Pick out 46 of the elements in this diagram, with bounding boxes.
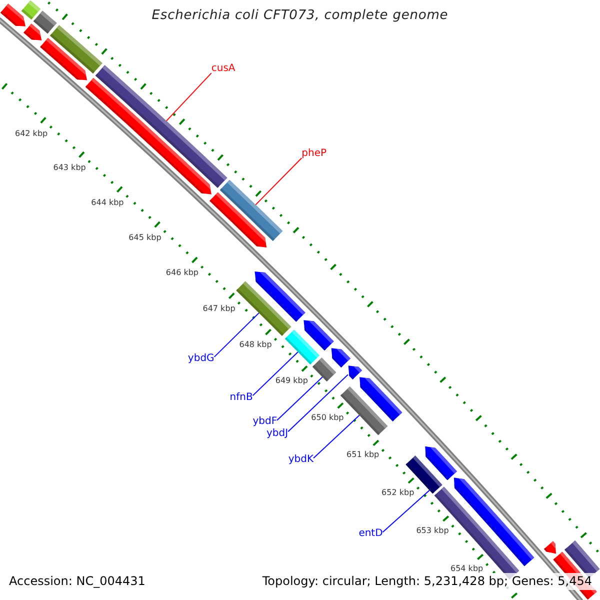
- position-label: 648 kbp: [239, 340, 272, 350]
- gene-feature: [348, 366, 362, 380]
- gene-label: pheP: [302, 148, 327, 159]
- leader-line: [382, 490, 430, 533]
- position-label: 647 kbp: [202, 304, 236, 314]
- leader-line: [313, 414, 360, 459]
- gene-feature: [85, 78, 212, 194]
- position-label: 649 kbp: [275, 376, 308, 386]
- position-label: 645 kbp: [128, 232, 162, 243]
- gene-feature: [304, 320, 334, 350]
- gene-feature: [454, 478, 534, 566]
- gene-label: ybdF: [252, 416, 278, 428]
- gene-label: ybdG: [188, 352, 214, 364]
- position-label: 651 kbp: [346, 450, 380, 460]
- gene-feature: [0, 4, 26, 26]
- gene-feature: [40, 38, 88, 80]
- gene-label: ybdJ: [266, 428, 288, 439]
- accession-text: Accession: NC_004431: [9, 574, 146, 589]
- gene-label: ybdK: [288, 454, 314, 466]
- position-label: 646 kbp: [166, 268, 198, 278]
- gene-feature: [331, 348, 350, 368]
- title: Escherichia coli CFT073, complete genome: [152, 8, 448, 24]
- gene-feature: [360, 377, 402, 422]
- leader-line: [276, 376, 323, 421]
- gene-feature: [24, 24, 42, 40]
- gene-feature: [544, 541, 556, 554]
- position-label: 652 kbp: [382, 488, 414, 498]
- gene-label: nfnB: [230, 392, 253, 403]
- leader-line: [252, 351, 298, 396]
- gene-bar: [312, 358, 336, 382]
- genome-summary-text: Topology: circular; Length: 5,231,428 bp; Genes: 5,454: [259, 573, 595, 590]
- position-label: 654 kbp: [450, 564, 484, 574]
- leader-line: [288, 374, 348, 432]
- gene-feature: [210, 192, 267, 248]
- leader-line: [255, 157, 302, 206]
- gene-label: cusA: [211, 63, 236, 74]
- leader-line: [214, 312, 260, 358]
- position-label: 642 kbp: [15, 128, 48, 139]
- position-label: 644 kbp: [91, 198, 124, 208]
- gene-label: entD: [358, 528, 383, 540]
- position-label: 643 kbp: [53, 162, 86, 173]
- position-label: 650 kbp: [311, 413, 344, 424]
- gene-feature: [254, 272, 306, 322]
- position-label: 653 kbp: [416, 526, 449, 536]
- gene-feature: [425, 446, 457, 480]
- leader-line: [166, 72, 212, 122]
